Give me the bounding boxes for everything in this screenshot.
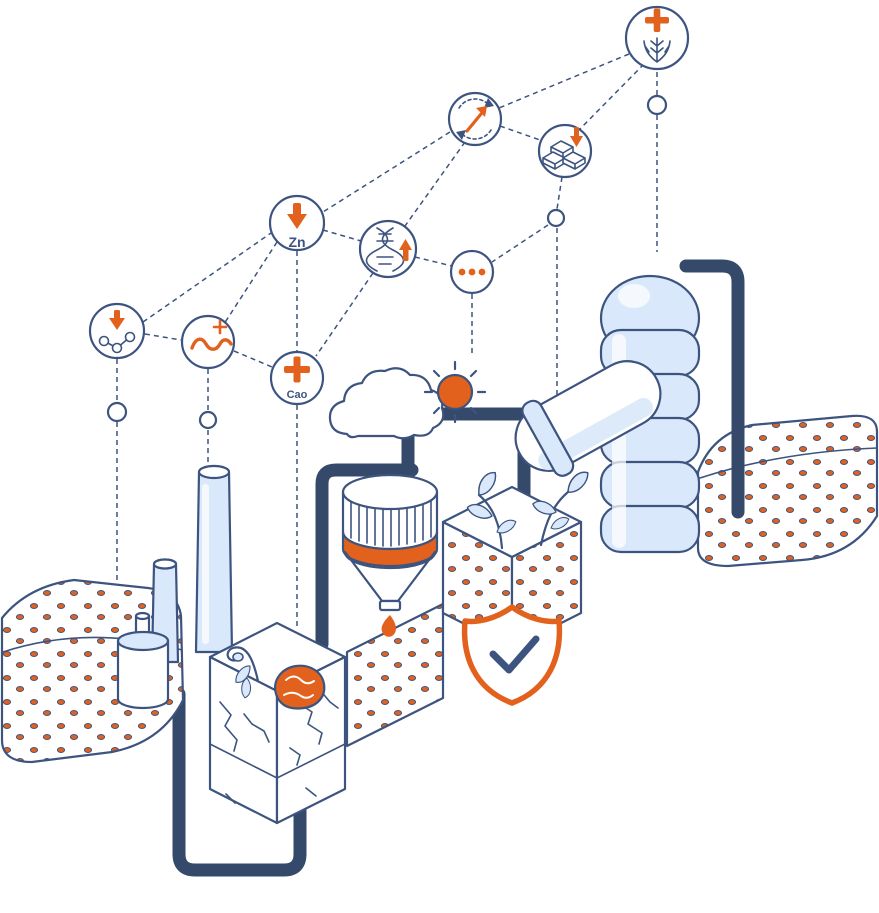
sun-icon (423, 360, 487, 424)
zinc-label: Zn (288, 234, 305, 250)
connector-dot (546, 208, 566, 228)
water-drop-icon (381, 615, 396, 637)
soil-mound-right (696, 414, 879, 568)
wilted-plant (226, 646, 260, 700)
shield-check-icon (461, 604, 563, 706)
connector-dot (646, 94, 668, 116)
soil-block-cracked (208, 621, 347, 825)
connector-dot (198, 410, 218, 430)
chimney-large (194, 464, 234, 654)
icon-network (106, 53, 668, 630)
ellipsis-icon (449, 249, 495, 295)
soil-slab-middle (345, 602, 445, 748)
cloud (328, 367, 445, 440)
plant-sprigs (466, 469, 594, 550)
wheat-plus-icon (624, 5, 690, 71)
recycle-up-icon (447, 91, 503, 147)
soil-block-center (441, 469, 594, 706)
connector-dot (106, 401, 128, 423)
cao-label: Cao (287, 389, 308, 401)
silo-outlet-pipe (679, 259, 745, 519)
gold-bars-down-icon (537, 123, 593, 179)
cao-plus-icon: Cao (269, 350, 325, 406)
molecule-down-icon (88, 302, 146, 360)
drain-pipe (172, 687, 307, 877)
brain-icon (274, 664, 326, 710)
dna-up-icon (358, 219, 418, 279)
feed-tank (514, 360, 662, 477)
worm-plus-icon (180, 314, 236, 370)
crack-lines (219, 689, 339, 804)
funnel (341, 473, 439, 637)
canister (116, 611, 170, 710)
zinc-down-icon: Zn (268, 194, 326, 252)
